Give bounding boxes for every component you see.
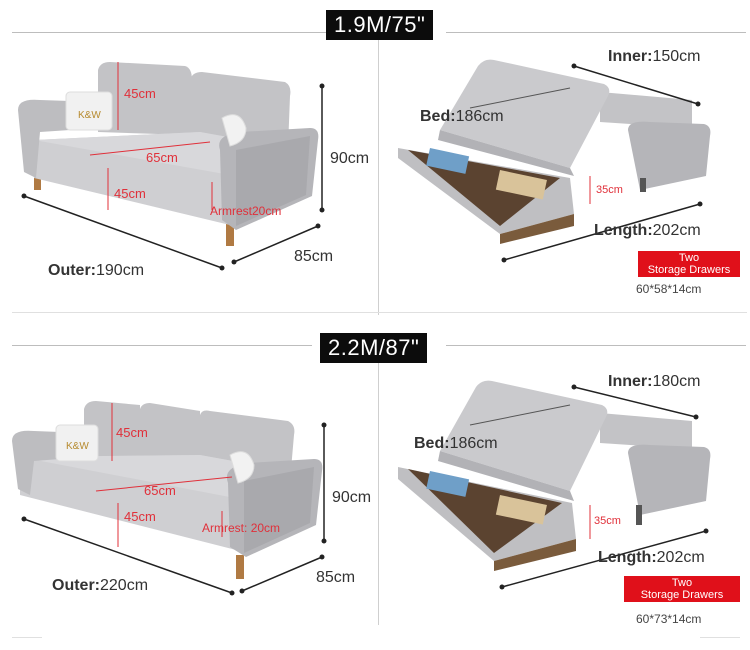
seat-height-label: 45cm — [114, 186, 146, 201]
outer-width-label: Outer:220cm — [52, 577, 149, 594]
seat-depth-label: 65cm — [146, 150, 178, 165]
center-divider — [378, 355, 379, 625]
section-separator — [12, 312, 747, 313]
seat-height-label: 45cm — [124, 509, 156, 524]
storage-drawers-badge: Two Storage Drawers — [624, 576, 740, 602]
svg-text:K&W: K&W — [78, 110, 101, 121]
divider-left — [12, 345, 312, 346]
drawer-height-label: 35cm — [596, 184, 623, 196]
bed-length-label: Bed:186cm — [420, 108, 504, 125]
storage-drawers-badge: Two Storage Drawers — [638, 251, 740, 277]
size-badge: 2.2M/87" — [320, 333, 428, 363]
backrest-height-label: 45cm — [116, 425, 148, 440]
footer-line-left — [12, 637, 42, 638]
size-badge: 1.9M/75" — [326, 10, 434, 40]
backrest-height-label: 45cm — [124, 86, 156, 101]
depth-label: 85cm — [294, 248, 334, 265]
drawer-height-label: 35cm — [594, 515, 621, 527]
armrest-label: Armrest20cm — [210, 204, 282, 218]
inner-width-label: Inner:150cm — [608, 48, 701, 65]
drawer-size-label: 60*58*14cm — [636, 282, 702, 296]
sofa-bed-illustration — [398, 59, 711, 263]
total-height-label: 90cm — [330, 150, 370, 167]
outer-width-label: Outer:190cm — [48, 262, 145, 279]
depth-label: 85cm — [316, 569, 356, 586]
drawer-size-label: 60*73*14cm — [636, 612, 702, 626]
svg-text:K&W: K&W — [66, 441, 89, 452]
center-divider — [378, 40, 379, 315]
length-label: Length:202cm — [598, 549, 705, 566]
divider-left — [12, 32, 332, 33]
sofa-bed-illustration — [398, 380, 711, 590]
divider-right — [446, 32, 746, 33]
sofa-illustration: K&W — [12, 401, 327, 596]
length-label: Length:202cm — [594, 222, 701, 239]
divider-right — [446, 345, 746, 346]
inner-width-label: Inner:180cm — [608, 373, 701, 390]
section-1-9m: 1.9M/75" K&W 45cm 65cm 45cm — [12, 10, 747, 315]
section-2-2m: 2.2M/87" K&W 45cm 65cm 45cm Armrest: 20c… — [0, 325, 750, 650]
sofa-illustration: K&W — [18, 62, 325, 271]
footer-line-right — [700, 637, 740, 638]
total-height-label: 90cm — [332, 489, 372, 506]
armrest-label: Armrest: 20cm — [202, 521, 281, 535]
bed-length-label: Bed:186cm — [414, 435, 498, 452]
seat-depth-label: 65cm — [144, 483, 176, 498]
